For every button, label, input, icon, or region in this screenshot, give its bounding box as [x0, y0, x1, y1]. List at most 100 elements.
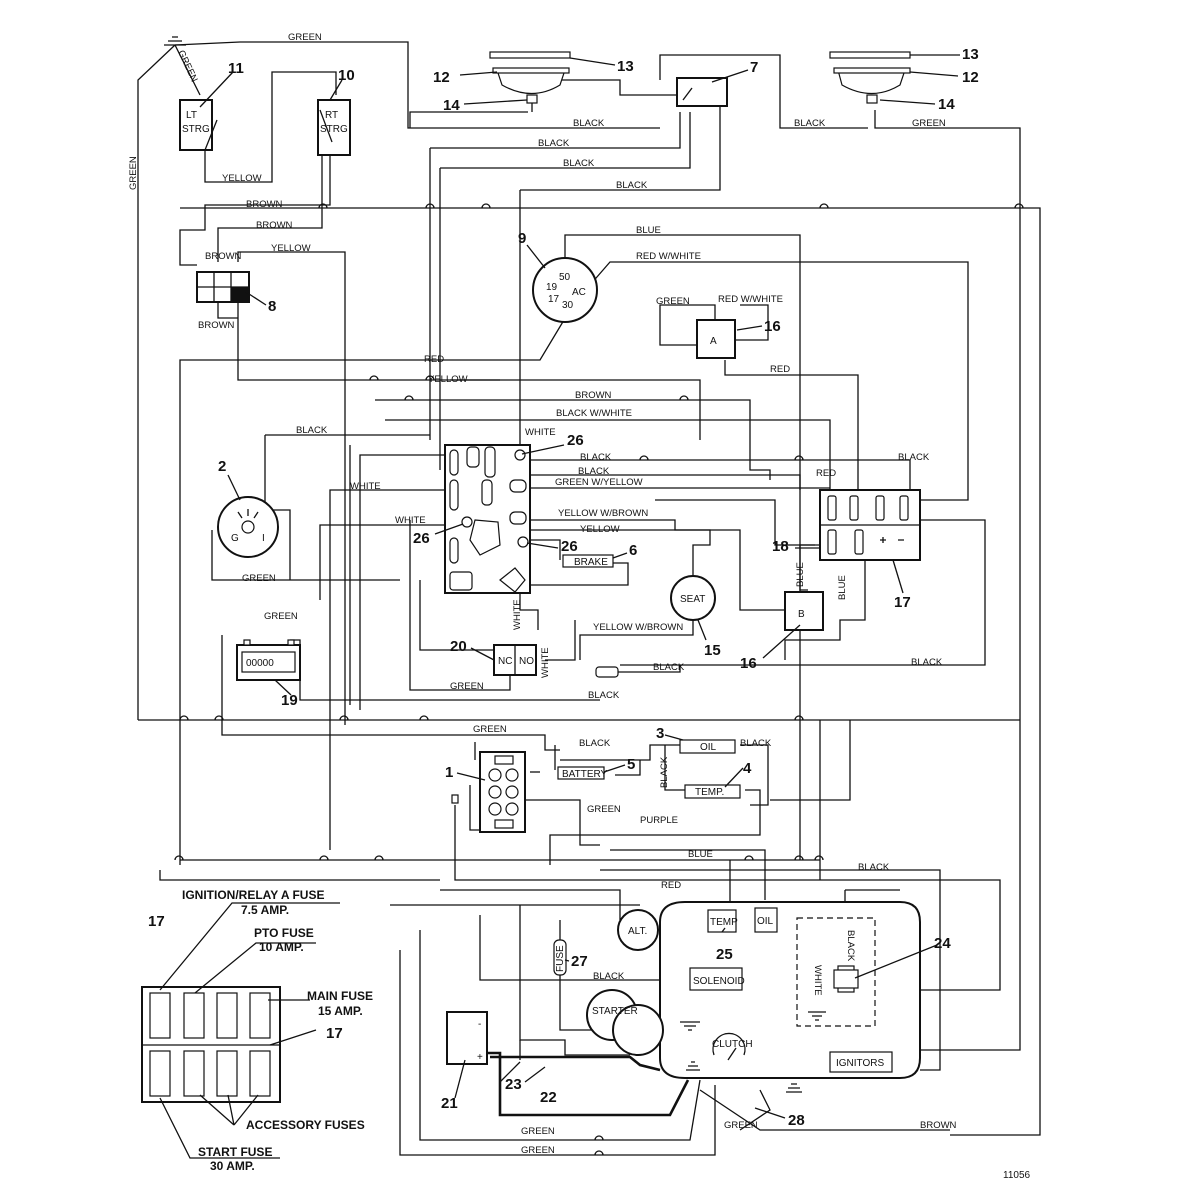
wire-label: YELLOW — [580, 524, 620, 535]
battery-indicator: BATTERY — [557, 766, 608, 780]
clutch-label: CLUTCH — [712, 1039, 753, 1050]
main-fuse-label: MAIN FUSE — [307, 989, 373, 1003]
rt-strg-label: STRG — [320, 124, 348, 135]
wire-label: BLACK — [579, 738, 611, 749]
wire-label: YELLOW — [271, 243, 311, 254]
fuse-27-label: FUSE — [555, 945, 566, 972]
brake-switch: BRAKE — [562, 554, 614, 568]
wire-label: GREEN — [912, 118, 946, 129]
wire-label: BLACK — [296, 425, 328, 436]
drawing-number: 11056 — [1003, 1170, 1031, 1181]
callout-22: 22 — [540, 1089, 557, 1106]
wire-label: BLACK — [593, 971, 625, 982]
wire-label: WHITE — [395, 515, 426, 526]
wire-label: BLACK — [794, 118, 826, 129]
pto-switch: G I — [217, 496, 279, 558]
wire-label: BLACK — [740, 738, 772, 749]
callout-12b: 12 — [962, 69, 979, 86]
wire-label: RED — [661, 880, 681, 891]
callout-26a: 26 — [567, 432, 584, 449]
wire-label: BLUE — [795, 562, 806, 587]
wire-label: BLACK — [845, 930, 856, 962]
wire-label: BLACK — [588, 690, 620, 701]
wire-label: WHITE — [512, 599, 523, 630]
ground-symbol-top — [164, 36, 186, 46]
solenoid-label: SOLENOID — [693, 976, 745, 987]
ignition-fuse-amp: 7.5 AMP. — [241, 903, 289, 917]
seat-switch: SEAT — [670, 575, 716, 621]
fuse-block-18-17 — [819, 489, 921, 561]
key-19: 19 — [546, 282, 558, 293]
wire-label: WHITE — [350, 481, 381, 492]
key-17: 17 — [548, 294, 560, 305]
callout-14b: 14 — [938, 96, 955, 113]
wire-label: GREEN — [656, 296, 690, 307]
callout-17c: 17 — [326, 1025, 343, 1042]
callout-23: 23 — [505, 1076, 522, 1093]
pto-i: I — [262, 533, 265, 544]
connector-plug — [595, 665, 681, 678]
callout-10: 10 — [338, 67, 355, 84]
wire-label: BLACK — [563, 158, 595, 169]
callout-28: 28 — [788, 1112, 805, 1129]
wire-label: BLACK — [659, 756, 670, 788]
wire-label: BLACK — [653, 662, 685, 673]
callout-7: 7 — [750, 59, 758, 76]
battery: - + — [446, 1011, 488, 1065]
callout-leaders — [199, 54, 960, 1119]
lt-label: LT — [186, 110, 197, 121]
wire-label: GREEN — [128, 156, 139, 190]
callout-13b: 13 — [962, 46, 979, 63]
callout-1: 1 — [445, 764, 453, 781]
callout-17b: 17 — [148, 913, 165, 930]
start-fuse-label: START FUSE — [198, 1145, 272, 1159]
main-fuse-amp: 15 AMP. — [318, 1004, 363, 1018]
pto-g: G — [231, 533, 239, 544]
ignition-fuse-label: IGNITION/RELAY A FUSE — [182, 888, 324, 902]
wire-label: BLACK — [578, 466, 610, 477]
callout-20: 20 — [450, 638, 467, 655]
wire-label: BROWN — [198, 320, 235, 331]
nc-label: NC — [498, 656, 512, 667]
alt-label: ALT. — [628, 926, 647, 937]
relay-a-label: A — [710, 336, 717, 347]
wire-label: BROWN — [575, 390, 612, 401]
starter: STARTER — [586, 989, 664, 1056]
ground-symbols — [680, 1011, 826, 1093]
wire-label: BLACK — [573, 118, 605, 129]
callout-8: 8 — [268, 298, 276, 315]
starter-label: STARTER — [592, 1006, 638, 1017]
wire-label: GREEN — [450, 681, 484, 692]
wire-label: BROWN — [920, 1120, 957, 1131]
key-50: 50 — [559, 272, 571, 283]
headlight-left — [489, 51, 571, 112]
battery-plus: + — [477, 1052, 483, 1063]
callout-26c: 26 — [561, 538, 578, 555]
wire-crossings — [174, 203, 1024, 1156]
pto-fuse-amp: 10 AMP. — [259, 940, 304, 954]
wire-label: BLUE — [837, 575, 848, 600]
wire-harness — [137, 41, 1041, 1156]
ignition-connector — [451, 751, 526, 833]
wire-label: WHITE — [540, 647, 551, 678]
wire-label: BLUE — [688, 849, 713, 860]
callout-14: 14 — [443, 97, 460, 114]
wire-label: GREEN — [264, 611, 298, 622]
wire-label: YELLOW — [428, 374, 468, 385]
wire-label: RED — [424, 354, 444, 365]
wire-label: GREEN — [288, 32, 322, 43]
wire-label: BLACK — [538, 138, 570, 149]
wire-label: RED W/WHITE — [718, 294, 783, 305]
wire-label: GREEN — [724, 1120, 758, 1131]
wire-label: YELLOW W/BROWN — [558, 508, 648, 519]
battery-label: BATTERY — [562, 769, 608, 780]
alternator: ALT. — [617, 909, 659, 951]
ignitors-label: IGNITORS — [836, 1058, 884, 1069]
temp-indicator: TEMP. — [684, 784, 741, 799]
seat-label: SEAT — [680, 594, 705, 605]
central-connector-module — [444, 444, 531, 594]
wire-labels: GREEN GREEN GREEN YELLOW BLACK BLACK BLA… — [128, 32, 957, 1156]
wire-label: WHITE — [525, 427, 556, 438]
connector-block-8 — [196, 271, 250, 303]
headlight-switch — [676, 77, 728, 107]
